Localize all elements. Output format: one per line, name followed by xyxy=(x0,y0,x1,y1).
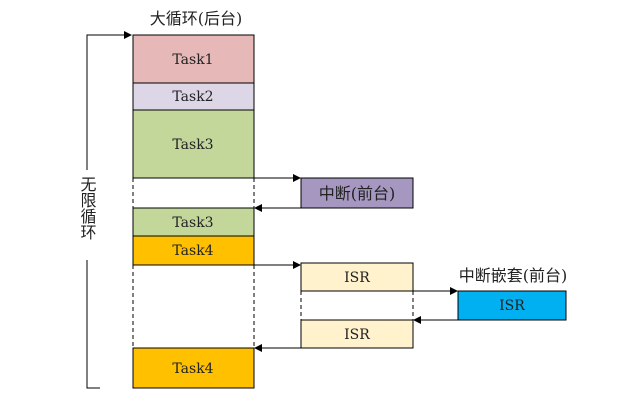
isr-label: ISR xyxy=(344,270,370,286)
isr-block xyxy=(300,262,414,292)
task4-resume-label: Task4 xyxy=(172,361,213,377)
isr-resume-label: ISR xyxy=(344,327,370,343)
nested-interrupt-title: 中断嵌套(前台) xyxy=(459,266,568,285)
interrupt-block xyxy=(300,177,414,209)
infinite-loop-label: 无限循环 xyxy=(78,176,97,240)
task4-label: Task4 xyxy=(172,243,213,259)
isr-resume-block xyxy=(300,319,414,349)
task1-block xyxy=(132,34,255,84)
flow-arrows xyxy=(254,174,458,352)
background-loop-title: 大循环(后台) xyxy=(150,9,243,28)
preempted-gap-lines xyxy=(132,178,414,348)
task4-block xyxy=(132,235,255,266)
task3-resume-block xyxy=(132,207,255,237)
nested-isr-block xyxy=(457,290,567,321)
task3-label: Task3 xyxy=(172,137,213,153)
nested-isr-label: ISR xyxy=(499,298,525,314)
task2-label: Task2 xyxy=(172,89,213,105)
task3-block xyxy=(132,109,255,179)
interrupt-label: 中断(前台) xyxy=(319,184,396,203)
task1-label: Task1 xyxy=(172,52,213,68)
task4-resume-block xyxy=(132,347,255,389)
task3-resume-label: Task3 xyxy=(172,215,213,231)
